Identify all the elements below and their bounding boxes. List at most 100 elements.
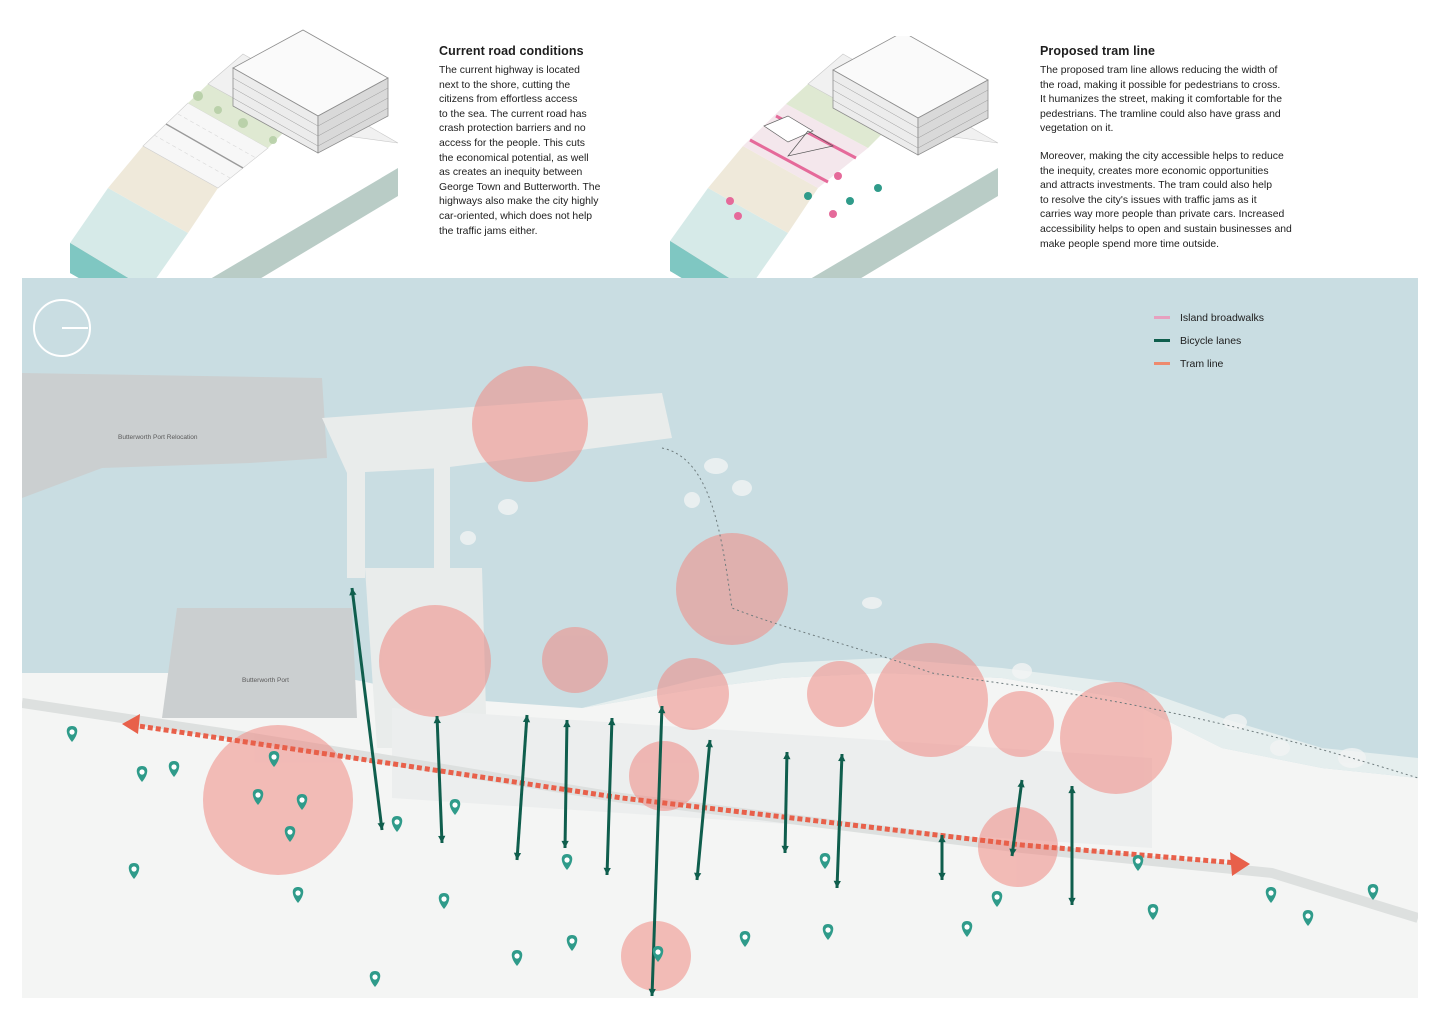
panel-paragraph: The current highway is located next to t…	[439, 65, 601, 237]
map-pin-dot	[171, 764, 177, 770]
map-pin-dot	[287, 829, 293, 835]
compass-icon	[33, 299, 91, 357]
focus-circle	[988, 691, 1054, 757]
map-pin-dot	[372, 974, 378, 980]
legend-label: Tram line	[1180, 357, 1224, 370]
island-broadwalk-path	[661, 447, 1418, 779]
current-road-conditions-text: Current road conditions The current high…	[439, 44, 629, 252]
bicycle-arrowhead	[1017, 780, 1025, 788]
bicycle-lane-arrow	[695, 739, 712, 881]
map-pin-dot	[139, 769, 145, 775]
map-pin-dot	[822, 856, 828, 862]
map-pin-dot	[825, 927, 831, 933]
label-butterworth-port: Butterworth Port	[242, 677, 289, 684]
focus-circle	[676, 533, 788, 645]
legend-swatch	[1154, 316, 1170, 319]
bicycle-arrowhead	[1068, 786, 1076, 794]
shallows	[582, 658, 1418, 778]
tram-line	[131, 722, 1238, 866]
focus-circle	[978, 807, 1058, 887]
bicycle-arrowhead	[838, 754, 846, 762]
bicycle-arrowhead	[522, 715, 531, 723]
map-pin-dot	[452, 802, 458, 808]
bicycle-lane-arrow	[605, 717, 614, 876]
map-pin-dot	[69, 729, 75, 735]
bicycle-arrowhead	[1068, 897, 1076, 905]
bicycle-arrowhead	[608, 718, 616, 726]
map-pin-dot	[569, 938, 575, 944]
bicycle-lanes	[349, 587, 1076, 997]
legend-label: Island broadwalks	[1180, 311, 1265, 324]
legend-item-bicycle-lanes: Bicycle lanes	[1154, 329, 1264, 352]
map-pin-dot	[564, 857, 570, 863]
bicycle-arrowhead	[433, 716, 441, 724]
bicycle-lane-arrow	[435, 715, 444, 844]
bicycle-arrowhead	[438, 835, 446, 843]
map-pin-dot	[1150, 907, 1156, 913]
masterplan-map	[22, 278, 1418, 998]
bicycle-arrowhead	[781, 845, 789, 853]
map-pin-dot	[1268, 890, 1274, 896]
bicycle-arrowhead	[349, 588, 357, 596]
waterfront-development	[392, 708, 1152, 848]
bicycle-arrowhead	[938, 835, 946, 843]
focus-circles	[203, 366, 1172, 991]
map-pin-dot	[994, 894, 1000, 900]
tram-arrow-west	[122, 714, 140, 734]
focus-circle	[1060, 682, 1172, 794]
legend-item-tram-line: Tram line	[1154, 352, 1264, 375]
bicycle-arrowhead	[705, 740, 713, 748]
bicycle-arrowhead	[658, 706, 666, 714]
bicycle-lane-arrow	[835, 753, 844, 889]
bicycle-lane-arrow	[650, 705, 664, 997]
legend-swatch	[1154, 339, 1170, 342]
port-relocation-area	[22, 373, 327, 498]
map-pin-dot	[441, 896, 447, 902]
bicycle-arrowhead	[648, 988, 656, 996]
map-pin-dot	[295, 890, 301, 896]
bicycle-arrowhead	[561, 840, 569, 848]
bicycle-lane-arrow	[783, 751, 789, 854]
poi-markers	[66, 726, 1379, 987]
panel-title: Proposed tram line	[1040, 44, 1156, 58]
map-pin-dot	[1305, 913, 1311, 919]
bicycle-lane-arrow	[350, 587, 384, 831]
focus-circle	[379, 605, 491, 717]
map-pin-dot	[271, 754, 277, 760]
bicycle-lane-arrow	[1010, 779, 1024, 857]
map-pin-dot	[655, 949, 661, 955]
proposed-tram-line-text: Proposed tram line The proposed tram lin…	[1040, 44, 1330, 265]
focus-circle	[874, 643, 988, 757]
map-pin-dot	[299, 797, 305, 803]
bicycle-arrowhead	[694, 872, 702, 880]
legend-label: Bicycle lanes	[1180, 334, 1242, 347]
focus-circle	[203, 725, 353, 875]
legend-item-island-broadwalks: Island broadwalks	[1154, 306, 1264, 329]
panel-paragraph: Moreover, making the city accessible hel…	[1040, 150, 1292, 250]
map-pin-dot	[514, 953, 520, 959]
bicycle-arrowhead	[377, 822, 385, 830]
islands	[460, 458, 1366, 768]
bicycle-arrowhead	[513, 852, 522, 860]
legend-swatch	[1154, 362, 1170, 365]
panel-title: Current road conditions	[439, 44, 584, 58]
focus-circle	[542, 627, 608, 693]
panel-paragraph: The proposed tram line allows reducing t…	[1040, 65, 1282, 135]
current-road-axonometric	[70, 29, 399, 328]
map-pin-dot	[964, 924, 970, 930]
map-pin-dot	[1370, 887, 1376, 893]
bicycle-arrowhead	[833, 880, 841, 888]
map-pin-dot	[742, 934, 748, 940]
map-pin-dot	[255, 792, 261, 798]
focus-circle	[807, 661, 873, 727]
bicycle-arrowhead	[783, 752, 791, 760]
bicycle-lane-arrow	[515, 714, 529, 861]
map-pin-dot	[131, 866, 137, 872]
butterworth-port-area	[162, 608, 357, 718]
bicycle-arrowhead	[603, 867, 611, 875]
map-legend: Island broadwalks Bicycle lanes Tram lin…	[1154, 306, 1264, 375]
bicycle-lane-arrow	[563, 719, 569, 849]
map-pin-dot	[1135, 858, 1141, 864]
bicycle-arrowhead	[938, 872, 946, 880]
bicycle-arrowhead	[563, 720, 571, 728]
